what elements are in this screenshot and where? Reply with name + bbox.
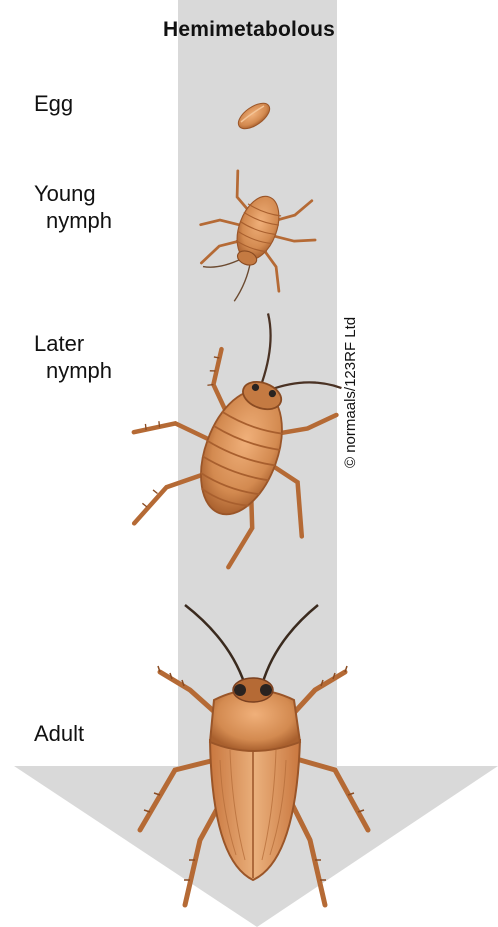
stage-label-adult: Adult: [34, 720, 84, 747]
young-nymph-line-1: Young: [34, 180, 112, 207]
image-credit: © normaals/123RF Ltd: [342, 268, 364, 468]
stage-label-egg: Egg: [34, 90, 73, 117]
stage-label-adult-text: Adult: [34, 720, 84, 747]
diagram-title: Hemimetabolous: [0, 18, 498, 42]
later-nymph-line-1: Later: [34, 330, 112, 357]
stage-label-young-nymph: Young nymph: [34, 180, 112, 234]
stage-label-later-nymph: Later nymph: [34, 330, 112, 384]
stage-label-egg-text: Egg: [34, 90, 73, 117]
later-nymph-line-2: nymph: [34, 357, 112, 384]
young-nymph-line-2: nymph: [34, 207, 112, 234]
